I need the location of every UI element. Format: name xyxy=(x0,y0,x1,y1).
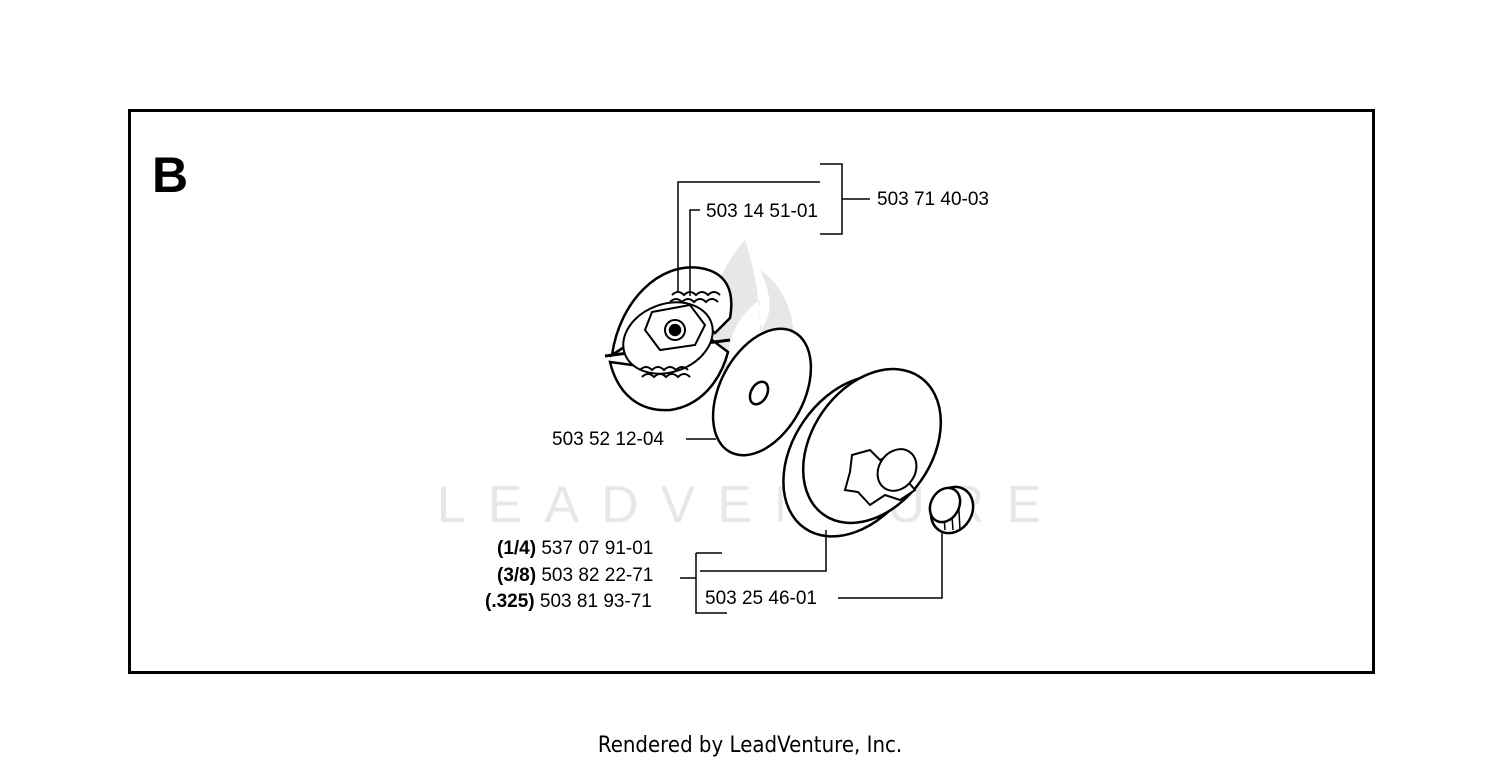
part-number-drum-325: (.325) 503 81 93-71 xyxy=(485,592,652,611)
part-number-clutch-shoes: 503 14 51-01 xyxy=(706,201,818,222)
part-number-clutch-assembly: 503 71 40-03 xyxy=(877,189,989,210)
drum-number: 537 07 91-01 xyxy=(541,538,654,559)
leader-lines xyxy=(677,163,943,614)
clutch-shoes xyxy=(604,266,733,412)
footer-credit: Rendered by LeadVenture, Inc. xyxy=(597,733,903,758)
diagram-frame xyxy=(128,109,1375,674)
part-number-drum-quarter: (1/4) 537 07 91-01 xyxy=(497,539,653,558)
part-number-drum-three-eighths: (3/8) 503 82 22-71 xyxy=(497,566,653,585)
part-number-washer: 503 52 12-04 xyxy=(552,429,664,450)
pitch-label: (3/8) xyxy=(497,565,537,586)
part-number-needle-bearing: 503 25 46-01 xyxy=(705,588,817,609)
drum-number: 503 82 22-71 xyxy=(541,565,654,586)
pitch-label: (1/4) xyxy=(497,538,537,559)
needle-bearing xyxy=(928,485,975,535)
clutch-drum xyxy=(782,367,943,538)
pitch-label: (.325) xyxy=(485,591,535,612)
section-letter: B xyxy=(152,147,189,203)
drum-number: 503 81 93-71 xyxy=(539,591,652,612)
washer xyxy=(711,327,813,457)
